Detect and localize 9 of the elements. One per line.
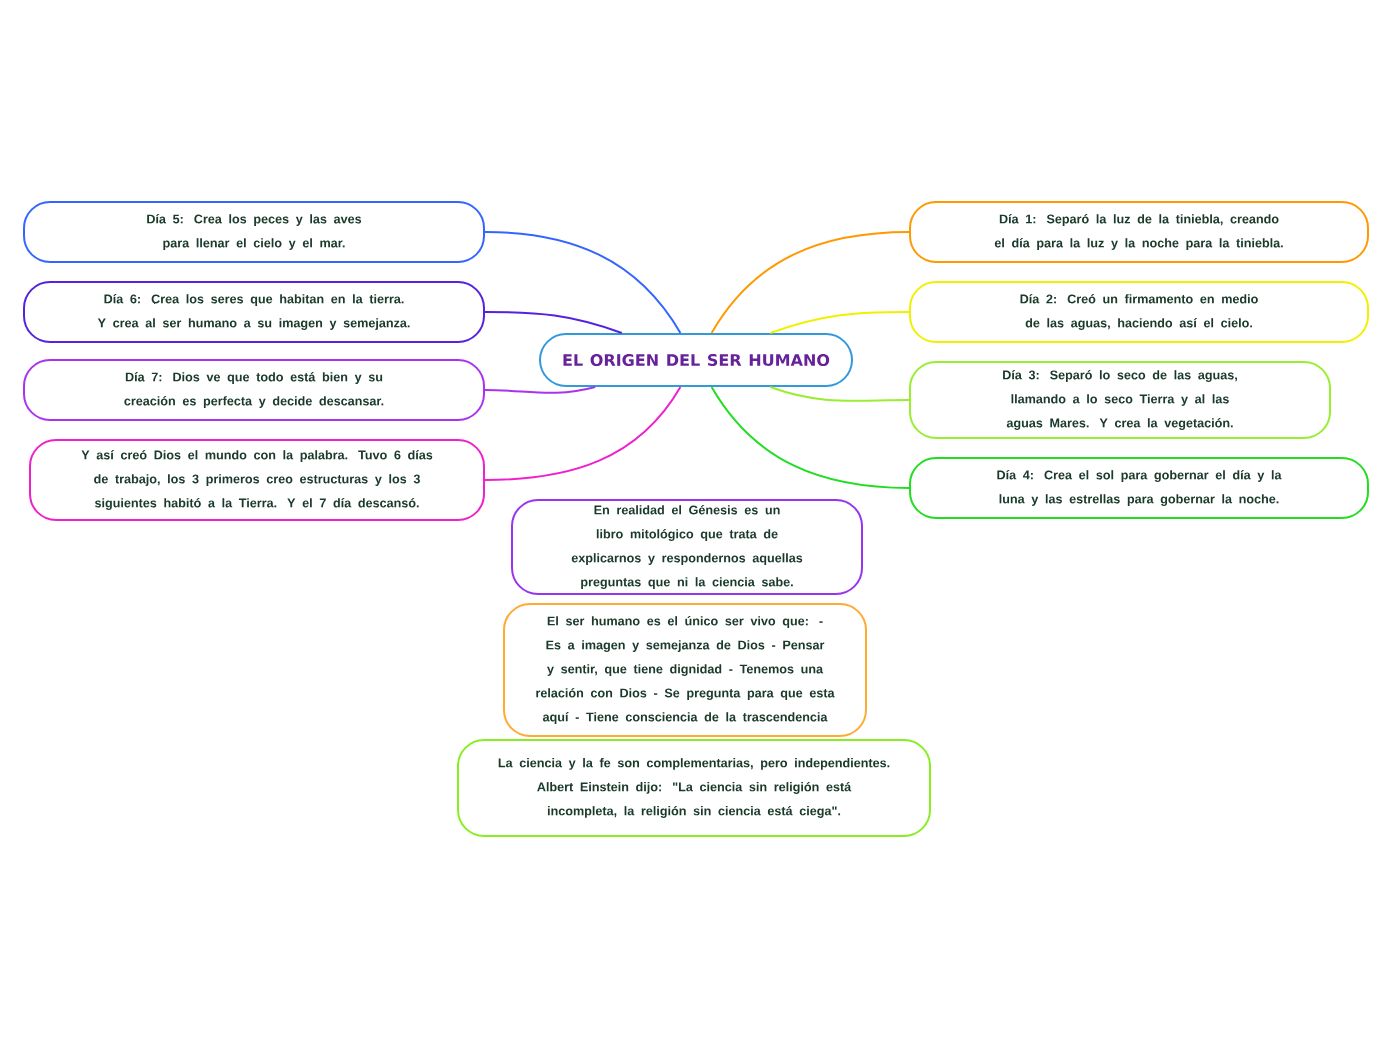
- connector: [484, 386, 597, 394]
- connector: [710, 386, 910, 489]
- connector: [484, 231, 682, 334]
- connector: [769, 311, 910, 334]
- connector: [710, 231, 910, 334]
- connector: [484, 386, 682, 481]
- connector: [484, 311, 623, 334]
- title-box: EL ORIGEN DEL SER HUMANO: [539, 333, 853, 387]
- connector: [769, 386, 910, 402]
